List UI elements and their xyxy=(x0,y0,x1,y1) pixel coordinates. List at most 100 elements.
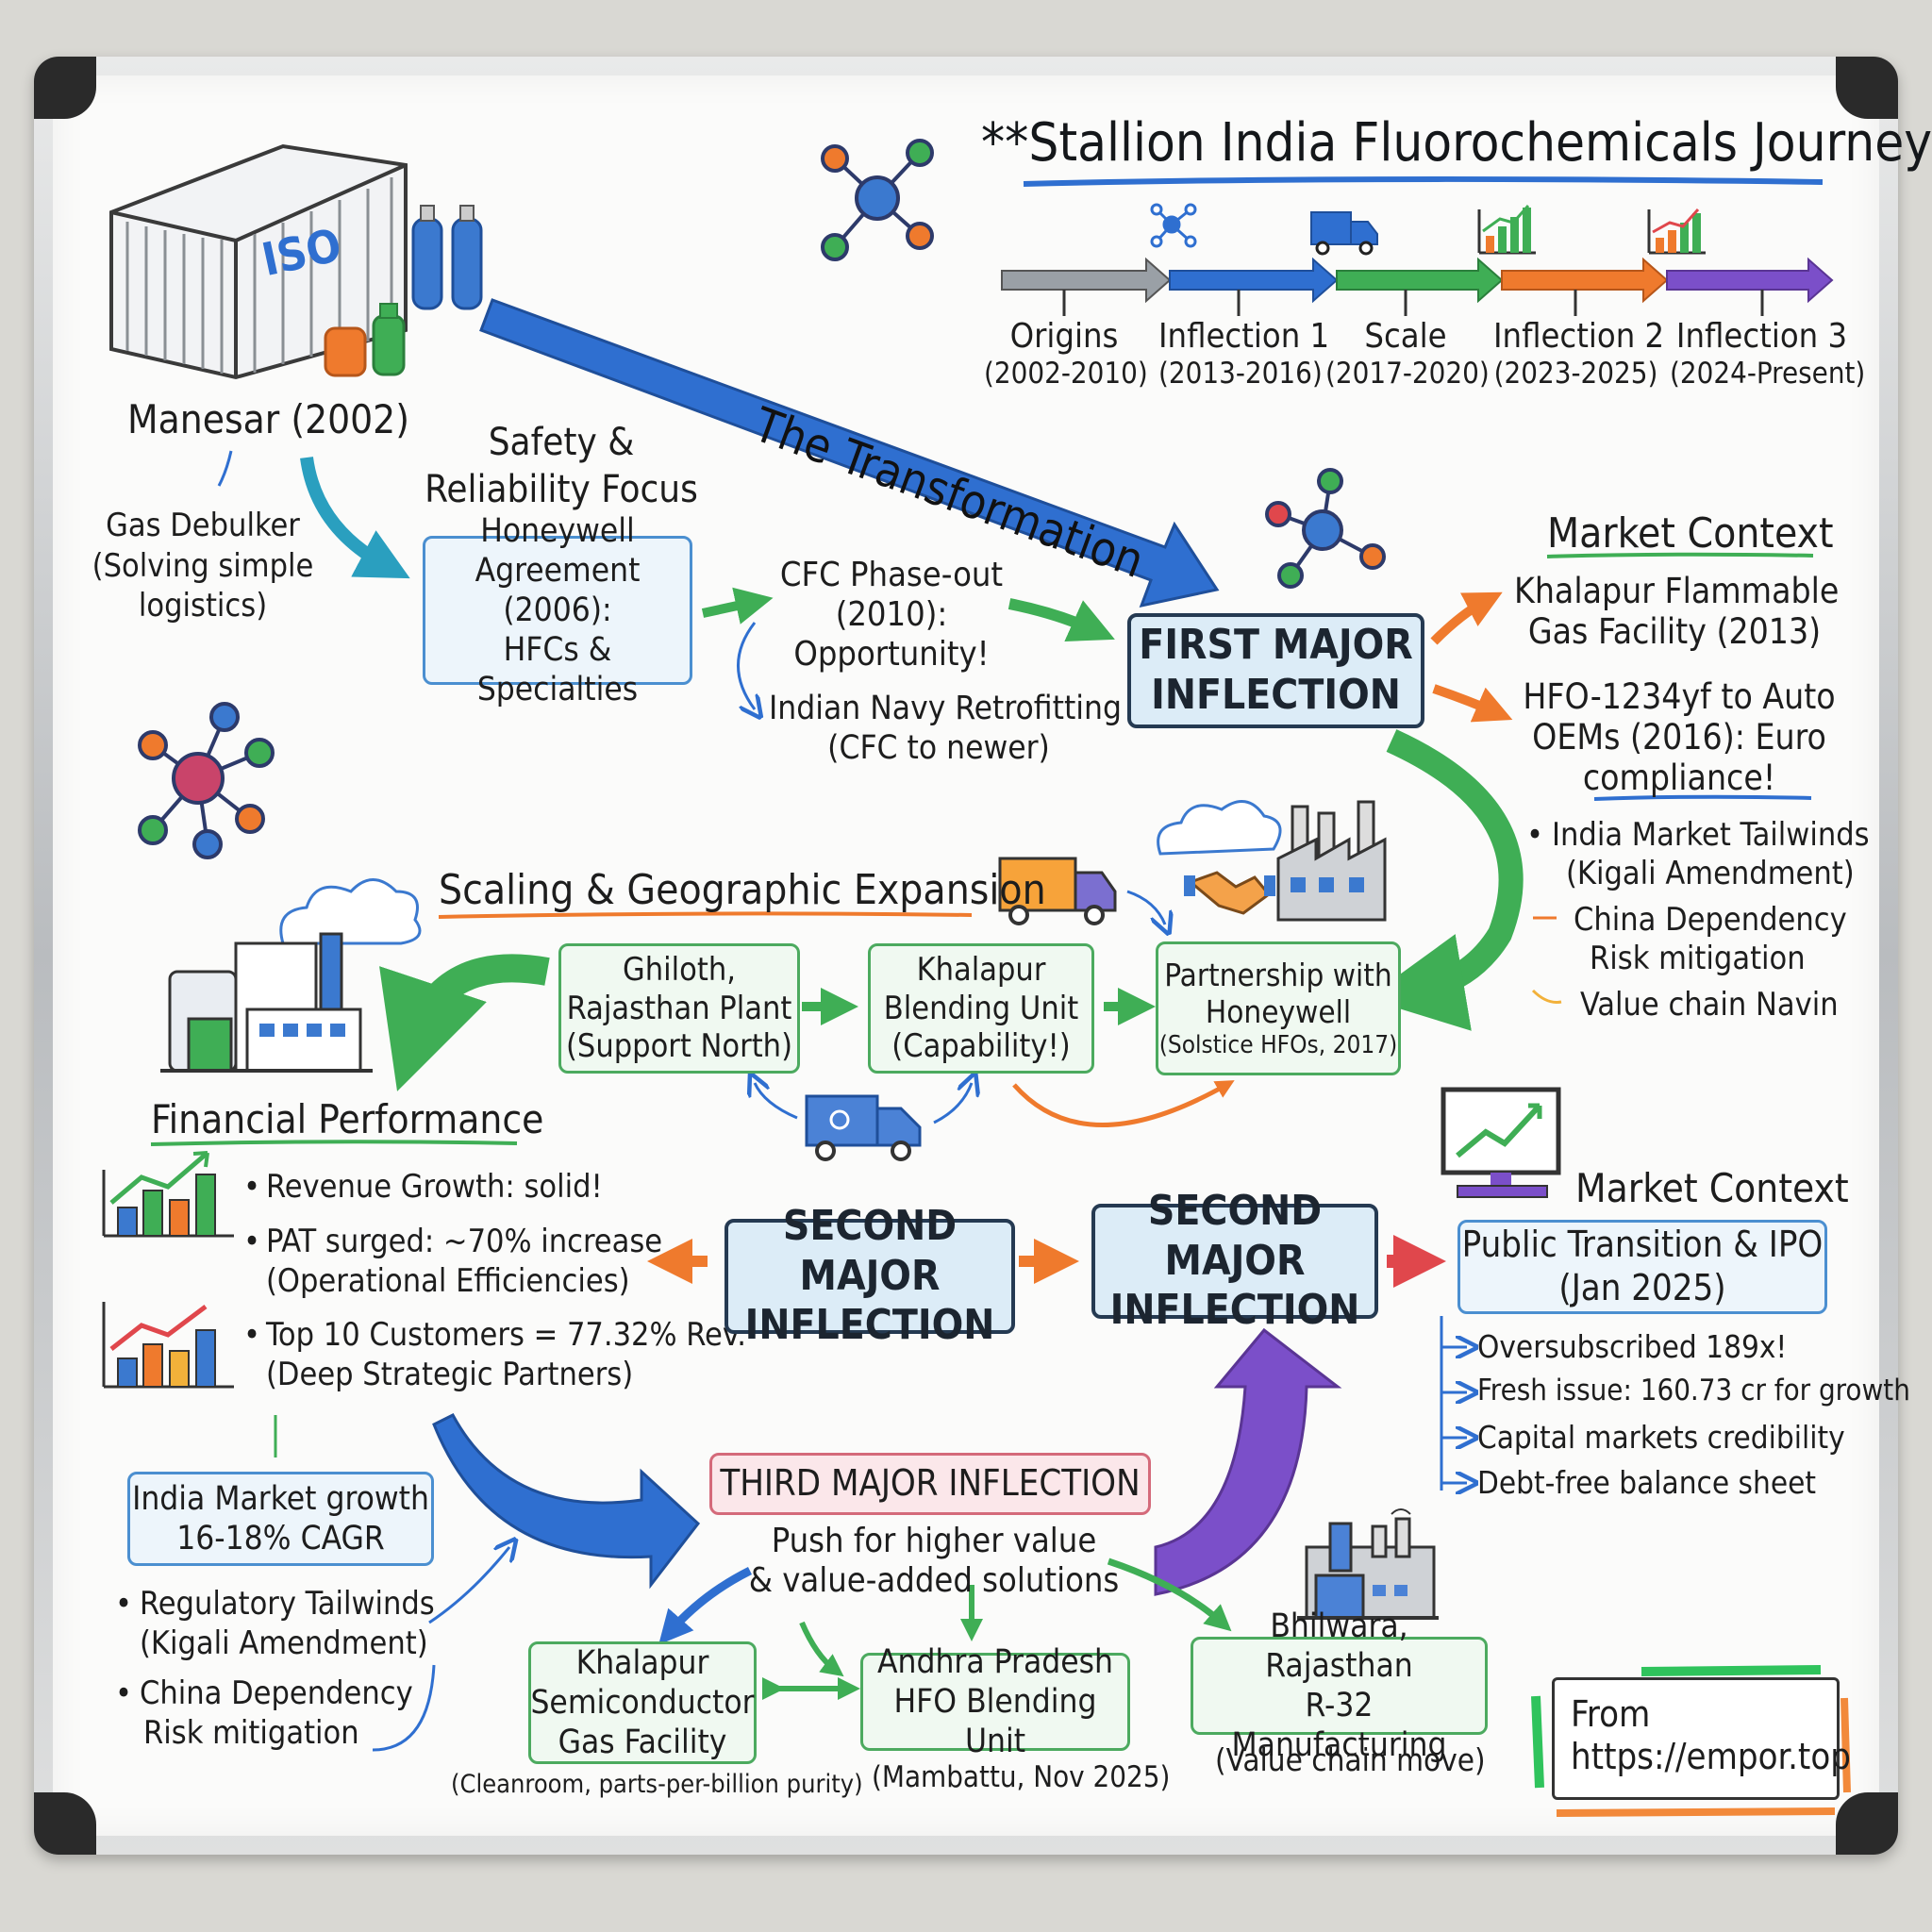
factory-icon xyxy=(160,878,422,1073)
box-line: (Capability!) xyxy=(891,1027,1071,1066)
arrow-first-khalapur xyxy=(1430,591,1503,645)
ipo-box: Public Transition & IPO (Jan 2025) xyxy=(1457,1220,1827,1314)
frame-corner xyxy=(34,57,96,119)
regulatory-line: Regulatory Tailwinds xyxy=(140,1585,435,1623)
box-line: Khalapur xyxy=(575,1644,709,1682)
gas-debulker-line: Gas Debulker xyxy=(106,507,300,544)
honeywell-agreement-box: Honeywell Agreement (2006): HFCs & Speci… xyxy=(423,512,692,708)
second-major-inflection-box: SECOND MAJOR INFLECTION xyxy=(724,1202,1015,1349)
timeline-label: Origins xyxy=(1009,317,1119,356)
cfc-line: CFC Phase-out xyxy=(779,556,1004,594)
box-line: Agreement (2006): xyxy=(475,552,641,629)
market-line: compliance! xyxy=(1582,758,1776,798)
growth-chart-icon-small xyxy=(1647,208,1706,255)
china-line: Risk mitigation xyxy=(143,1714,359,1752)
india-market-growth-box: India Market growth 16-18% CAGR xyxy=(127,1472,434,1566)
bar-chart-icon xyxy=(102,1302,234,1389)
box-line: THIRD MAJOR INFLECTION xyxy=(720,1462,1141,1505)
signature-highlight xyxy=(1840,1697,1851,1793)
box-line: Gas Facility xyxy=(558,1724,727,1761)
molecule-icon xyxy=(1265,468,1386,589)
bullet: • xyxy=(243,1223,261,1260)
scaling-underline xyxy=(438,911,973,919)
factory-icon xyxy=(1157,800,1387,922)
top10-line: (Deep Strategic Partners) xyxy=(266,1356,634,1393)
box-line: (Support North) xyxy=(565,1027,793,1066)
bullet: • xyxy=(243,1168,261,1206)
arrow-cfc-first xyxy=(1008,598,1115,642)
market-context-underline xyxy=(1546,552,1814,558)
arrow-india-third xyxy=(428,1547,509,1624)
box-line: Partnership with xyxy=(1164,956,1392,993)
bullet: • xyxy=(1526,816,1544,854)
pat-line: (Operational Efficiencies) xyxy=(266,1262,630,1300)
ghiloth-box: Ghiloth, Rajasthan Plant (Support North) xyxy=(558,943,800,1074)
gas-debulker-line: (Solving simple xyxy=(92,547,314,585)
china-line: China Dependency xyxy=(1574,901,1847,939)
box-line: INFLECTION xyxy=(1151,671,1401,719)
box-line: Ghiloth, xyxy=(623,950,736,989)
cfc-line: Opportunity! xyxy=(793,635,990,674)
ipo-point: Fresh issue: 160.73 cr for growth xyxy=(1477,1374,1910,1407)
timeline-years: (2024-Present) xyxy=(1670,357,1866,391)
top10-line: Top 10 Customers = 77.32% Rev. xyxy=(266,1316,746,1354)
bullet: • xyxy=(243,1316,261,1354)
regulatory-line: (Kigali Amendment) xyxy=(140,1624,428,1662)
first-major-inflection-box: FIRST MAJOR INFLECTION xyxy=(1127,613,1424,728)
cfc-line: (2010): xyxy=(835,595,948,634)
ipo-point: Debt-free balance sheet xyxy=(1477,1464,1817,1501)
computer-chart-icon xyxy=(1441,1087,1561,1198)
navy-line: (CFC to newer) xyxy=(827,729,1050,767)
signature-highlight xyxy=(1556,1807,1836,1817)
box-line: Honeywell xyxy=(480,512,635,550)
truck-icon-small xyxy=(1310,211,1378,256)
box-line: Honeywell xyxy=(1205,993,1352,1031)
arrow-truck-blue-right xyxy=(933,1083,972,1124)
molecule-icon-small xyxy=(1150,203,1197,248)
box-line: FIRST MAJOR xyxy=(1139,621,1413,670)
khalapur-blending-box: Khalapur Blending Unit (Capability!) xyxy=(868,943,1094,1074)
timeline-years: (2002-2010) xyxy=(984,357,1148,391)
box-line: Andhra Pradesh xyxy=(876,1643,1114,1681)
arrow-first-hfo xyxy=(1432,684,1513,723)
arrow-financial-third xyxy=(432,1413,701,1590)
handshake-icon xyxy=(1184,871,1275,915)
market-line: Khalapur Flammable xyxy=(1514,571,1840,611)
second-major-inflection-box: SECOND MAJOR INFLECTION xyxy=(1091,1187,1378,1334)
financial-underline xyxy=(150,1140,518,1146)
gas-debulker-line: logistics) xyxy=(138,587,268,625)
signature-box xyxy=(1552,1677,1840,1800)
signature-url[interactable]: https://empor.top xyxy=(1571,1736,1851,1777)
pat-line: PAT surged: ~70% increase xyxy=(266,1223,663,1260)
arrow-truck-loop xyxy=(1012,1080,1235,1127)
revenue-line: Revenue Growth: solid! xyxy=(266,1168,603,1206)
manesar-label: Manesar (2002) xyxy=(127,396,409,442)
tailwind-arrow xyxy=(1531,989,1562,1004)
market-line: OEMs (2016): Euro xyxy=(1532,717,1826,758)
box-line: HFO Blending Unit xyxy=(893,1683,1097,1760)
market-line: HFO-1234yf to Auto xyxy=(1523,676,1836,717)
title-underline xyxy=(1023,175,1824,187)
timeline-label: Scale xyxy=(1364,317,1447,356)
safety-label: Reliability Focus xyxy=(425,468,698,511)
factory-icon xyxy=(1297,1508,1439,1620)
signature-highlight xyxy=(1531,1695,1544,1789)
truck-icon xyxy=(805,1094,922,1161)
signature-highlight xyxy=(1641,1665,1822,1676)
box-line: Semiconductor xyxy=(530,1684,755,1722)
semiconductor-box: Khalapur Semiconductor Gas Facility xyxy=(528,1641,757,1764)
arrow-push-semi xyxy=(658,1566,753,1645)
frame-corner xyxy=(34,1792,96,1855)
frame-corner xyxy=(1836,1792,1898,1855)
box-line: INFLECTION xyxy=(744,1301,995,1350)
page-title: **Stallion India Fluorochemicals Journey… xyxy=(981,112,1932,174)
ipo-point: Capital markets credibility xyxy=(1477,1419,1845,1456)
value-chain-navin: Value chain Navin xyxy=(1580,986,1839,1024)
financial-heading: Financial Performance xyxy=(151,1096,544,1142)
arrow-push-bhilwara xyxy=(1107,1557,1232,1632)
push-line: Push for higher value xyxy=(771,1522,1097,1560)
scaling-heading: Scaling & Geographic Expansion xyxy=(439,866,1046,914)
box-line: (Jan 2025) xyxy=(1558,1267,1726,1308)
timeline-label: Inflection 2 xyxy=(1493,317,1665,356)
